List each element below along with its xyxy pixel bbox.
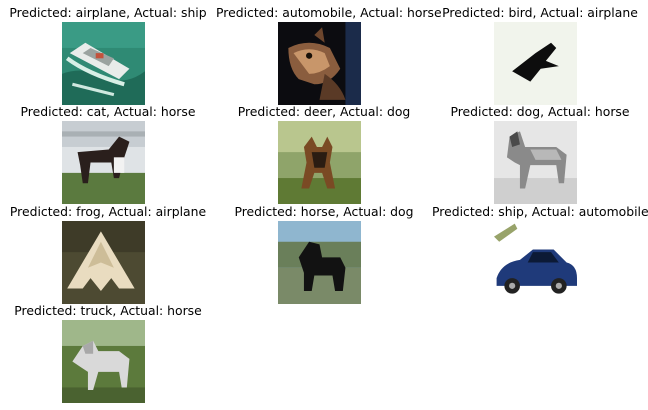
terrier-thumbnail <box>278 121 361 204</box>
stealth-bomber-thumbnail <box>62 221 145 304</box>
ship-thumbnail <box>62 22 145 105</box>
panel-4: Predicted: cat, Actual: horse <box>0 99 216 204</box>
dark-horse-thumbnail <box>62 121 145 204</box>
panel-caption: Predicted: horse, Actual: dog <box>234 204 414 219</box>
blue-car-thumbnail <box>494 221 577 304</box>
grayscale-horse-thumbnail <box>494 121 577 204</box>
panel-caption: Predicted: dog, Actual: horse <box>450 104 630 119</box>
panel-3: Predicted: bird, Actual: airplane <box>432 0 648 105</box>
panel-5: Predicted: deer, Actual: dog <box>216 99 432 204</box>
panel-caption: Predicted: airplane, Actual: ship <box>9 5 207 20</box>
panel-caption: Predicted: frog, Actual: airplane <box>9 204 207 219</box>
panel-caption: Predicted: bird, Actual: airplane <box>442 5 638 20</box>
panel-caption: Predicted: truck, Actual: horse <box>14 303 202 318</box>
panel-8: Predicted: horse, Actual: dog <box>216 199 432 304</box>
panel-caption: Predicted: deer, Actual: dog <box>237 104 411 119</box>
black-dog-thumbnail <box>278 221 361 304</box>
airplane-silhouette-thumbnail <box>494 22 577 105</box>
panel-caption: Predicted: cat, Actual: horse <box>20 104 196 119</box>
panel-caption: Predicted: automobile, Actual: horse <box>216 5 442 20</box>
panel-7: Predicted: frog, Actual: airplane <box>0 199 216 304</box>
panel-caption: Predicted: ship, Actual: automobile <box>432 204 648 219</box>
panel-6: Predicted: dog, Actual: horse <box>432 99 648 204</box>
panel-1: Predicted: airplane, Actual: ship <box>0 0 216 105</box>
panel-10: Predicted: truck, Actual: horse <box>0 298 216 403</box>
horse-head-thumbnail <box>278 22 361 105</box>
panel-9: Predicted: ship, Actual: automobile <box>432 199 648 304</box>
panel-2: Predicted: automobile, Actual: horse <box>216 0 442 105</box>
white-horse-thumbnail <box>62 320 145 403</box>
